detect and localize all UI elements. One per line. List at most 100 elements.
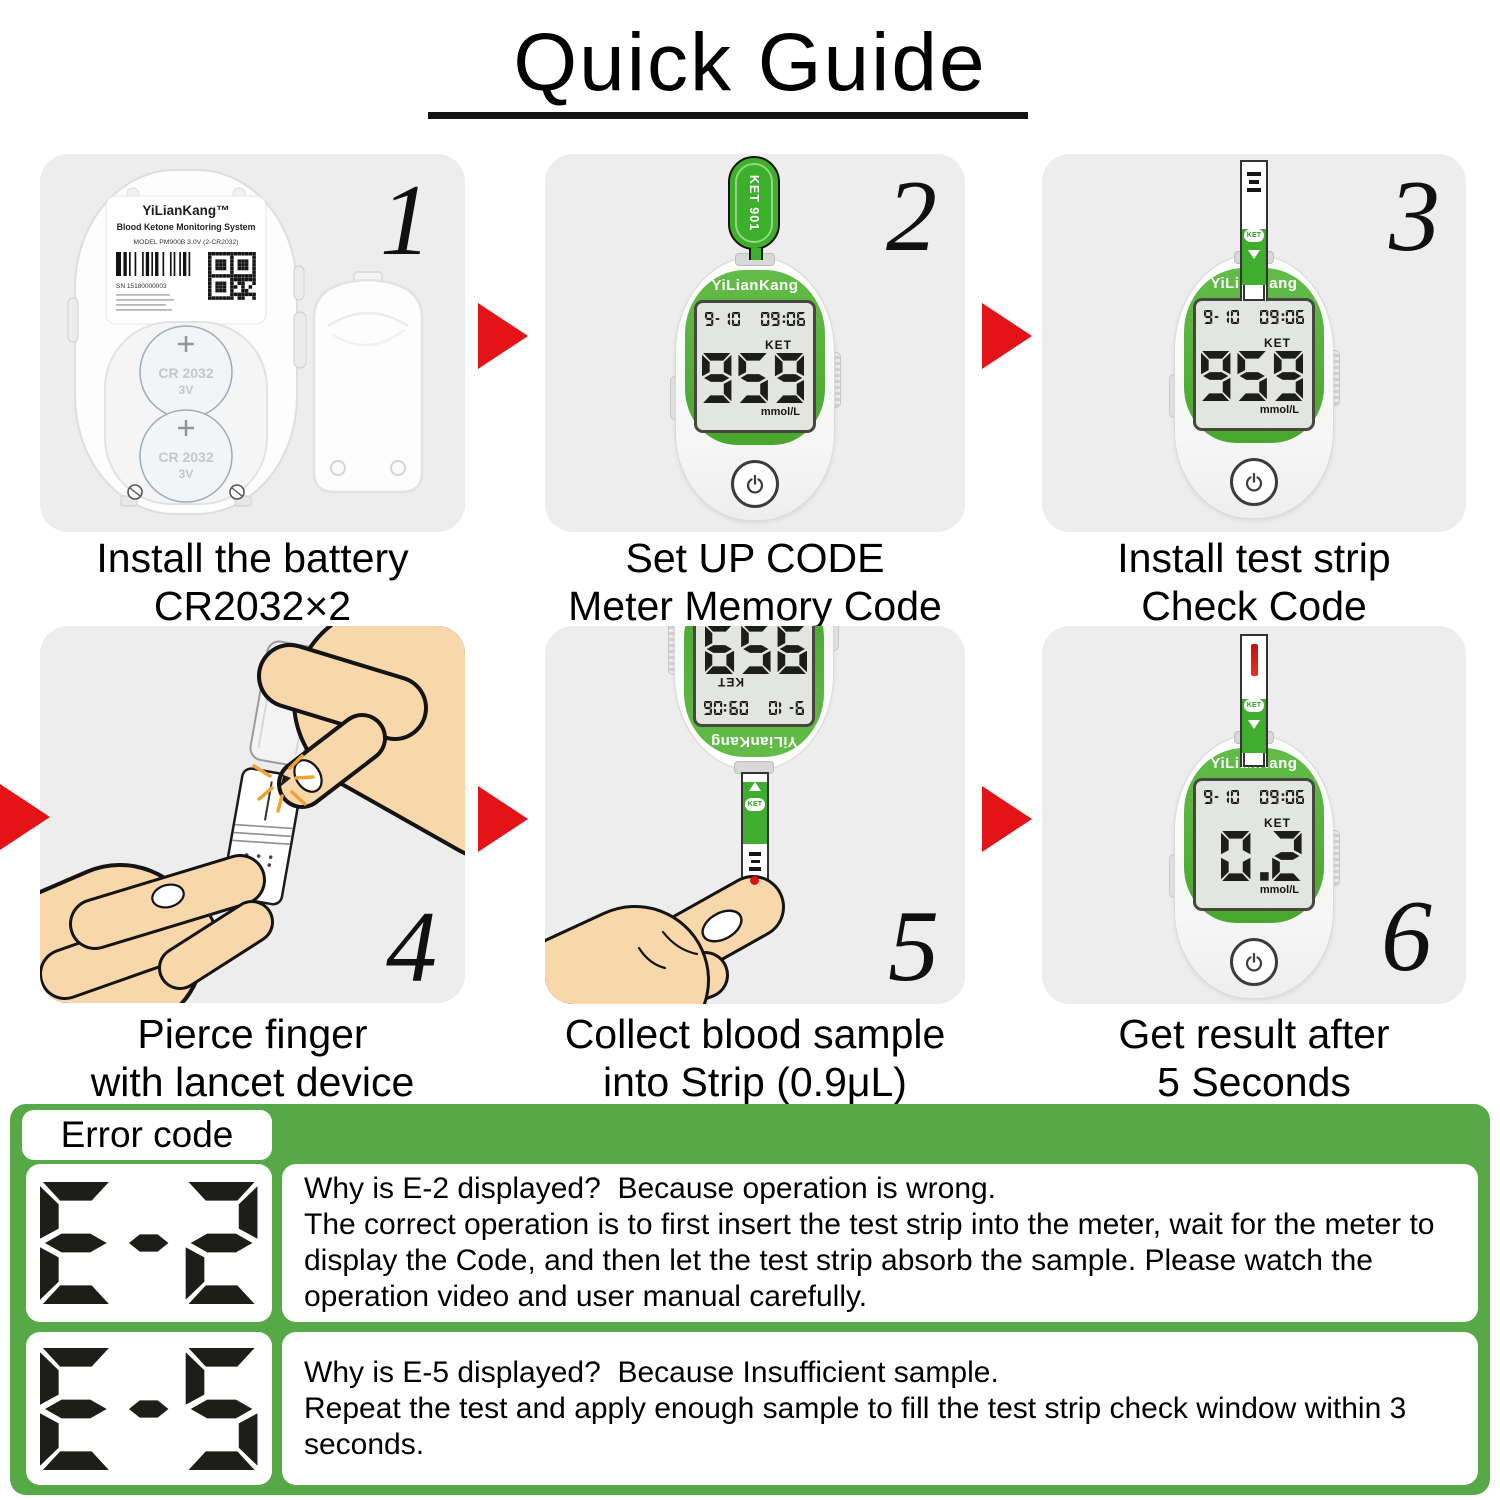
error-e5-description: Why is E-5 displayed? Because Insufficie…: [282, 1332, 1478, 1485]
lcd-date: [768, 699, 804, 717]
step-4-panel: 4: [40, 626, 465, 1003]
test-strip: KET: [1240, 160, 1268, 301]
red-arrow-icon: [0, 784, 50, 850]
blood-drop: [750, 876, 759, 885]
brand-logo: YiLianKang: [711, 277, 799, 294]
lcd-time: [704, 699, 749, 717]
seven-segment-display: [40, 1347, 258, 1470]
lcd-screen: KET mmol/L: [1193, 778, 1315, 911]
qr-code: [208, 252, 256, 300]
strip-tip: [1243, 753, 1265, 767]
strip-contact-end: [1242, 172, 1266, 222]
lcd-ket-label: KET: [1264, 816, 1291, 830]
ketone-meter: YiLianKang KET mmol/L: [670, 253, 841, 521]
error-e5-answer: Repeat the test and apply enough sample …: [304, 1391, 1407, 1461]
red-arrow-icon: [478, 786, 528, 852]
seven-segment-display: [40, 1182, 258, 1304]
battery-compartment: CR 2032 3V CR 2032 3V: [104, 321, 268, 505]
strip-tip: [1243, 285, 1265, 301]
meter-slot-flipped: YiLianKang KET mmol/L: [668, 626, 839, 774]
code-strip-border: [735, 163, 773, 243]
battery-install-illustration: YiLianKang™ Blood Ketone Monitoring Syst…: [67, 169, 424, 515]
back-label-brand: YiLianKang™: [142, 203, 229, 218]
seven-segment-display: [760, 311, 805, 326]
seven-segment-display: [1204, 309, 1240, 324]
seven-segment-display: [1259, 309, 1304, 324]
lcd-screen: KET mmol/L: [694, 300, 816, 433]
step-number: 6: [1381, 880, 1432, 993]
lcd-value: [701, 626, 807, 674]
power-icon: [746, 474, 764, 494]
battery-1: CR 2032 3V: [139, 325, 233, 419]
step-number: 5: [888, 890, 939, 1003]
lcd-unit-label: mmol/L: [760, 406, 800, 418]
lcd-screen: KET mmol/L: [693, 626, 815, 727]
power-button: [1230, 458, 1278, 506]
lcd-date-time-row: [701, 699, 807, 717]
code-strip: KET 901: [728, 156, 780, 250]
lcd-date-time-row: [1201, 308, 1307, 326]
error-e2-question: Why is E-2 displayed? Because operation …: [304, 1172, 997, 1205]
step-number: 3: [1389, 160, 1440, 273]
insert-arrow-icon: [1248, 720, 1260, 729]
meter-back: YiLianKang™ Blood Ketone Monitoring Syst…: [67, 169, 307, 515]
red-arrow-icon: [982, 786, 1032, 852]
insert-arrow-icon: [749, 782, 761, 791]
lcd-ket-label: KET: [717, 675, 744, 689]
strip-green-section: KET: [743, 782, 767, 844]
meter-face: YiLianKang KET mmol/L: [1184, 748, 1324, 923]
lcd-ket-label: KET: [1264, 336, 1291, 350]
strip-ket-badge: KET: [1244, 699, 1264, 712]
seven-segment-display: [704, 701, 749, 716]
step-1-panel: YiLianKang™ Blood Ketone Monitoring Syst…: [40, 154, 465, 532]
seven-segment-display: [1201, 351, 1304, 401]
meter-face: YiLianKang KET mmol/L: [684, 626, 824, 757]
step-number: 4: [386, 891, 437, 1003]
lcd-value: [702, 353, 808, 403]
strip-ket-badge: KET: [745, 798, 765, 811]
filled-blood-window: [1250, 644, 1258, 676]
error-section-header: Error code: [22, 1110, 272, 1160]
power-icon: [1245, 952, 1263, 972]
lcd-date-time-row: [1201, 788, 1307, 806]
barcode: [116, 252, 191, 276]
meter-slot: YiLianKang KET mmol/L: [1169, 731, 1340, 999]
seven-segment-display: [1259, 789, 1304, 804]
battery-cover: [312, 271, 424, 494]
finger-illustration: [545, 875, 785, 1004]
step-number: 1: [380, 164, 431, 277]
power-button: [731, 460, 779, 508]
strip-green-section: KET: [1242, 229, 1266, 285]
lcd-date: [705, 310, 741, 328]
fingernail: [701, 909, 743, 943]
step-5-panel: YiLianKang KET mmol/L KET: [545, 626, 965, 1004]
page-title: Quick Guide: [513, 17, 987, 108]
lcd-unit-label: mmol/L: [1259, 884, 1299, 896]
error-e2-answer: The correct operation is to first insert…: [304, 1208, 1435, 1313]
back-label: YiLianKang™ Blood Ketone Monitoring Syst…: [105, 195, 267, 325]
click-burst-icon: [252, 754, 315, 813]
insert-arrow-icon: [1248, 250, 1260, 259]
strip-contact-end: [1242, 644, 1266, 692]
lcd-time: [1259, 308, 1304, 326]
error-code-display-e2: [26, 1164, 272, 1322]
meter-slot: YiLianKang KET mmol/L: [670, 253, 841, 521]
battery-type-label: CR 2032: [158, 365, 213, 381]
seven-segment-display: [1204, 789, 1240, 804]
test-strip: KET: [1240, 634, 1268, 767]
ketone-meter: YiLianKang KET mmol/L: [668, 626, 839, 774]
battery-type-label: CR 2032: [158, 449, 213, 465]
ketone-meter: YiLianKang KET mmol/L: [1169, 731, 1340, 999]
battery-2: CR 2032 3V: [139, 409, 233, 503]
step-3-panel: KET YiLianKang KET mmol/L: [1042, 154, 1466, 532]
back-label-system: Blood Ketone Monitoring System: [117, 222, 256, 232]
seven-segment-e2: [40, 1182, 258, 1304]
strip-ket-badge: KET: [1244, 229, 1264, 242]
lcd-date-time-row: [702, 310, 808, 328]
power-icon: [1245, 472, 1263, 492]
